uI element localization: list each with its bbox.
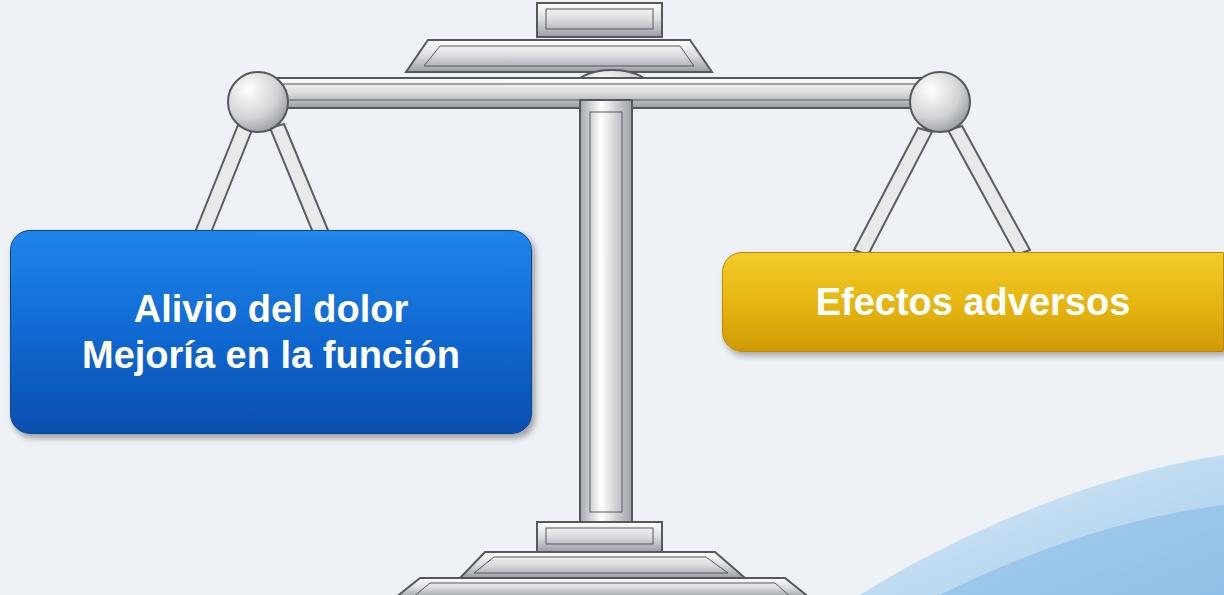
background-swoosh [860, 455, 1224, 595]
box-text: Efectos adversos [816, 279, 1131, 325]
box-text: Alivio del dolor [134, 286, 408, 332]
benefit-box: Alivio del dolorMejoría en la función [10, 230, 532, 434]
risk-box: Efectos adversos [722, 252, 1224, 352]
box-text: Mejoría en la función [82, 332, 460, 378]
background-swoosh [940, 505, 1224, 595]
